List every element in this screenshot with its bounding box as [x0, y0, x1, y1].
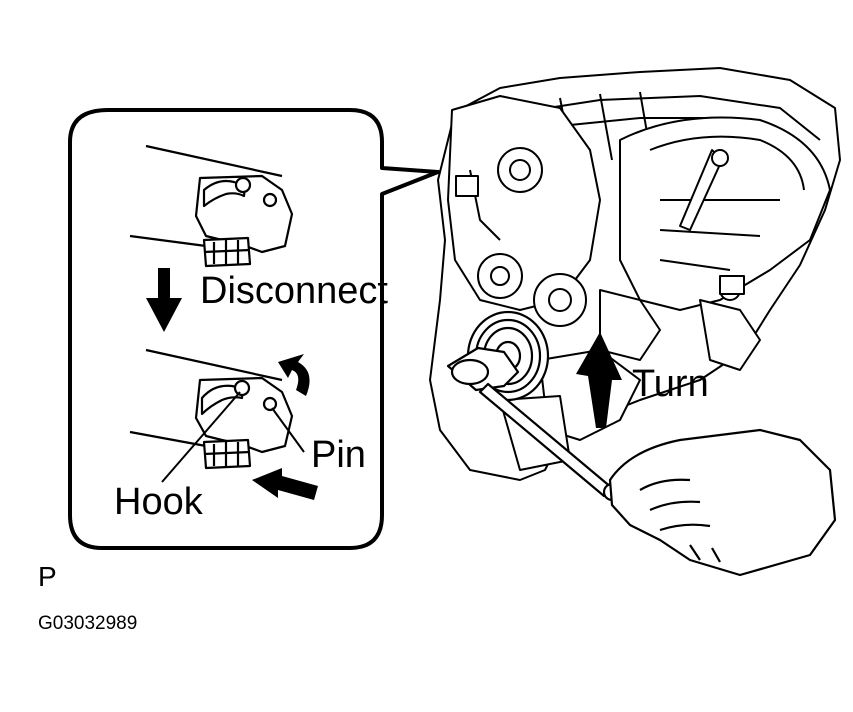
pin-label: Pin	[311, 434, 366, 476]
tensioner-detail-top	[129, 144, 294, 268]
figure-code-label: G03032989	[38, 613, 138, 634]
wrench-tool	[446, 346, 622, 502]
disconnect-label: Disconnect	[200, 270, 388, 312]
view-marker-label: P	[38, 561, 57, 592]
hand-illustration	[608, 428, 837, 577]
tensioner-detail-bottom	[129, 348, 305, 483]
hook-label: Hook	[114, 481, 203, 523]
engine-illustration	[429, 67, 841, 481]
rotate-arrow-icon	[278, 354, 310, 396]
down-arrow-icon	[146, 268, 182, 332]
push-arrow-icon	[252, 468, 318, 500]
turn-label: Turn	[632, 363, 709, 405]
